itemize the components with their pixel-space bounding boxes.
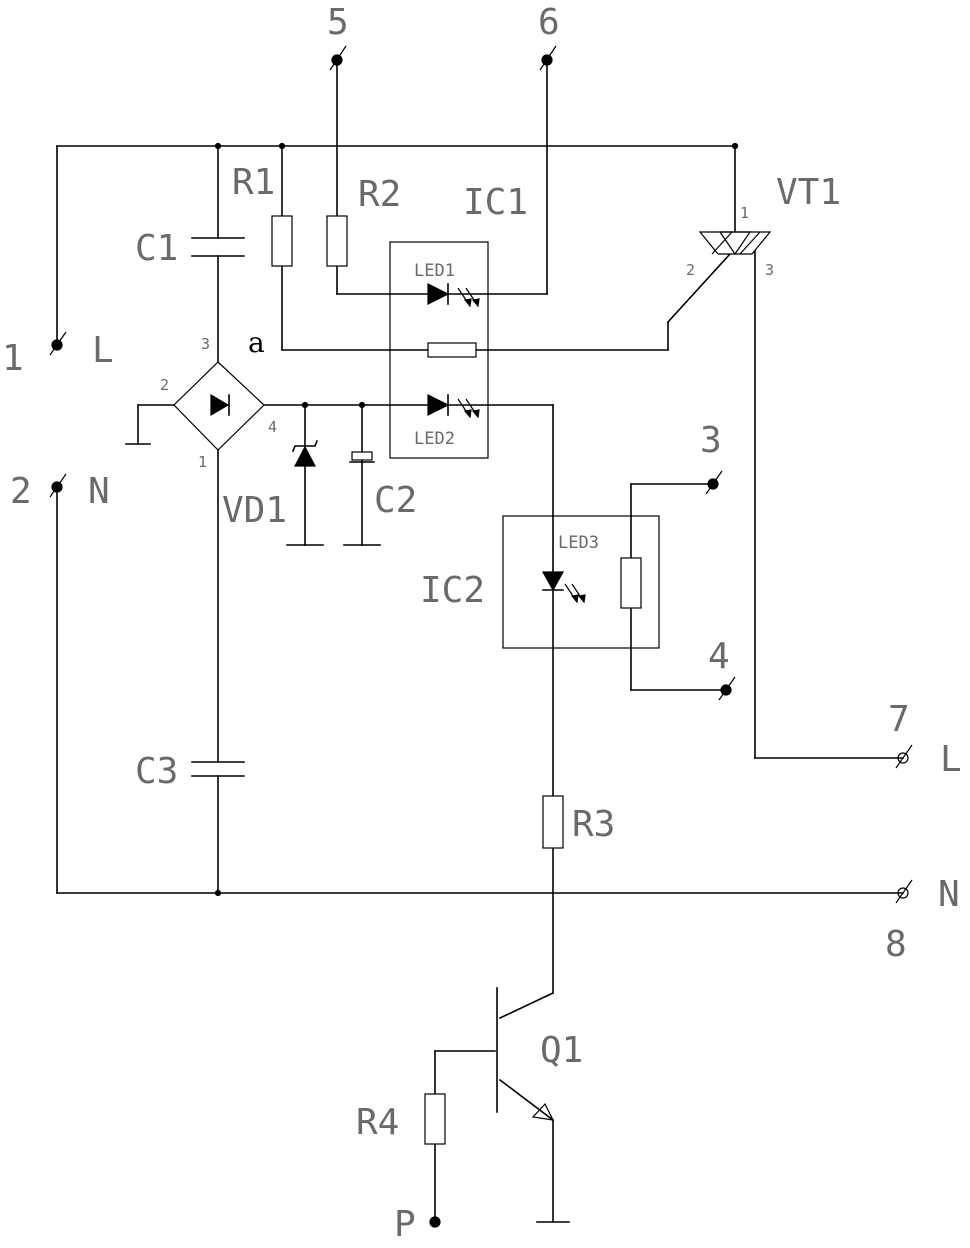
terminal-3: 3	[700, 420, 722, 494]
node-a-label: a	[248, 326, 265, 359]
c1-label: C1	[135, 228, 178, 269]
vd1-label: VD1	[222, 490, 287, 531]
led3-label: LED3	[558, 533, 599, 553]
ic1-label: IC1	[463, 182, 528, 223]
ic1-optocoupler: IC1 LED1 LED2	[390, 182, 528, 458]
vt1-label: VT1	[776, 172, 841, 213]
terminal-6-label: 6	[538, 2, 560, 43]
resistor-r1: R1	[232, 162, 292, 266]
transistor-q1: Q1	[497, 988, 583, 1120]
wires	[57, 60, 903, 1222]
terminal-3-label: 3	[700, 420, 722, 461]
c2-label: C2	[374, 480, 417, 521]
bridge-pin-2: 2	[160, 376, 169, 394]
r2-label: R2	[358, 174, 401, 215]
terminal-p: P	[394, 1204, 440, 1245]
led3: LED3	[543, 533, 599, 602]
ic2-resistor	[621, 558, 641, 608]
capacitor-c1: C1	[135, 228, 244, 269]
junction-dot	[216, 144, 221, 149]
terminal-2-name: N	[88, 471, 110, 512]
junction-dot	[280, 144, 285, 149]
capacitor-c2: C2	[350, 452, 417, 521]
ic2-label: IC2	[420, 570, 485, 611]
terminal-8: 8 N	[885, 874, 960, 965]
q1-label: Q1	[540, 1030, 583, 1071]
terminal-2: 2 N	[10, 471, 110, 512]
r1-label: R1	[232, 162, 275, 203]
bridge-pin-4: 4	[268, 418, 277, 436]
ic2-module: IC2 LED3	[420, 516, 659, 648]
vt1-pin-2: 2	[686, 261, 695, 279]
bridge-pin-1: 1	[198, 453, 207, 471]
triac-vt1: VT1 1 2 3	[686, 172, 841, 279]
bridge-pin-3: 3	[201, 335, 210, 353]
terminal-4-label: 4	[708, 636, 730, 677]
junction-dot	[733, 144, 738, 149]
junction-dot	[360, 403, 365, 408]
terminal-5: 5	[327, 2, 349, 70]
r3-label: R3	[572, 804, 615, 845]
terminal-1-name: L	[92, 330, 114, 371]
led2: LED2	[414, 395, 479, 449]
led1: LED1	[414, 261, 479, 306]
resistor-r3: R3	[543, 796, 615, 848]
led2-label: LED2	[414, 429, 455, 449]
terminal-7-label: 7	[888, 699, 910, 740]
capacitor-c3: C3	[135, 751, 244, 792]
zener-vd1: VD1	[222, 441, 317, 531]
terminal-5-label: 5	[327, 2, 349, 43]
terminal-1: 1 L	[2, 330, 114, 379]
terminal-7-name: L	[940, 739, 962, 780]
junction-dot	[303, 403, 308, 408]
junction-dot	[216, 891, 221, 896]
ic1-internal-resistor	[428, 343, 476, 357]
resistor-r4: R4	[356, 1094, 445, 1144]
terminal-2-label: 2	[10, 471, 32, 512]
terminal-8-name: N	[938, 874, 960, 915]
terminal-p-label: P	[394, 1204, 416, 1245]
vt1-pin-1: 1	[740, 204, 749, 222]
led1-label: LED1	[414, 261, 455, 281]
vt1-pin-3: 3	[765, 261, 774, 279]
c3-label: C3	[135, 751, 178, 792]
terminal-7: 7 L	[888, 699, 962, 780]
terminal-8-label: 8	[885, 924, 907, 965]
r4-label: R4	[356, 1102, 399, 1143]
terminal-1-label: 1	[2, 338, 24, 379]
terminal-6: 6	[538, 2, 560, 70]
